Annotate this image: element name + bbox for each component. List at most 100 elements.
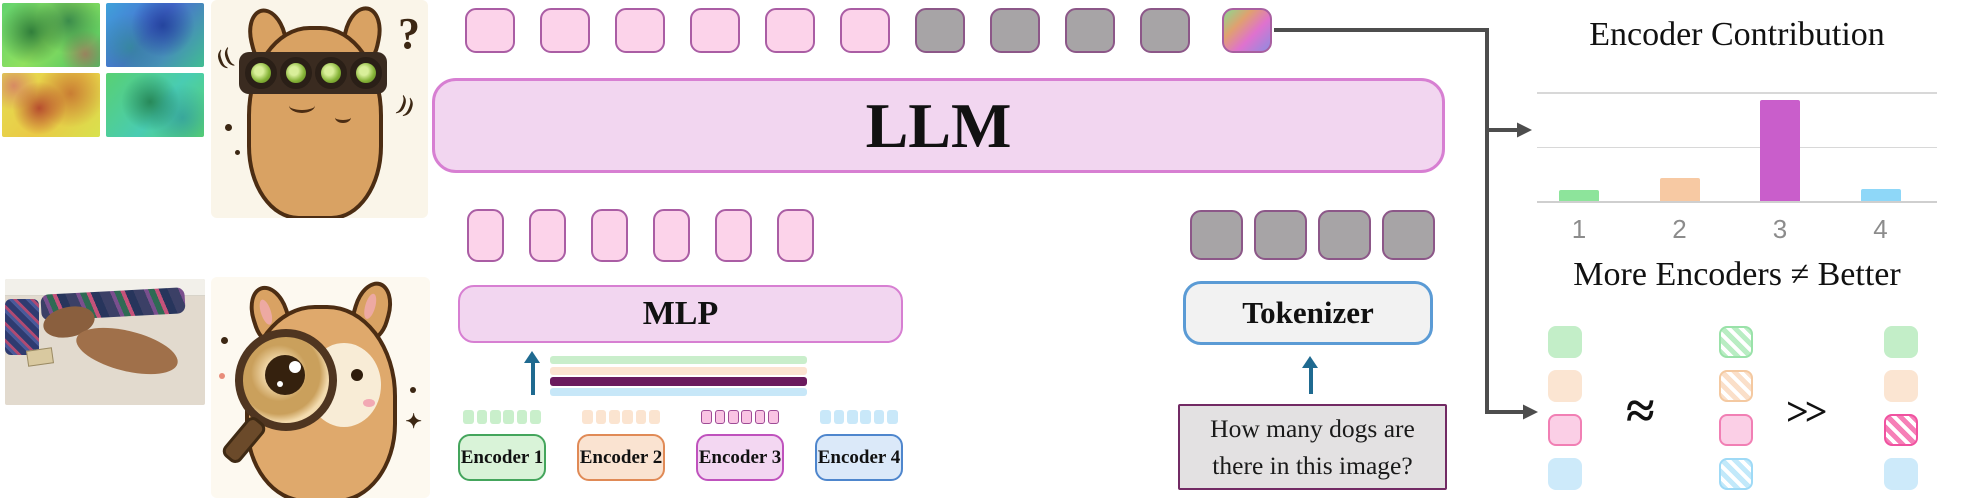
mini-token: [873, 410, 885, 424]
ink-dot: [235, 150, 240, 155]
pillow: [5, 299, 39, 355]
comparison-cell-pink: [1548, 414, 1582, 446]
encoder-1-label: Encoder 1: [460, 446, 544, 468]
fusion-stripe-blue: [550, 388, 807, 396]
encoder-column-4: Encoder 4: [815, 410, 903, 481]
mini-token: [463, 410, 474, 424]
mini-token: [582, 410, 593, 424]
more-encoders-not-better-heading: More Encoders ≠ Better: [1573, 256, 1901, 293]
mini-token: [833, 410, 845, 424]
magnifier-llama-sticker: ✦: [211, 277, 430, 498]
llm-input-gray-token: [915, 8, 965, 53]
visual-pink-token: [529, 209, 566, 262]
question-line-1: How many dogs are: [1210, 414, 1415, 443]
tokenizer-output-token-row: [1190, 210, 1435, 260]
llm-input-pink-token: [840, 8, 890, 53]
visual-pink-token: [715, 209, 752, 262]
encoder-4-label: Encoder 4: [817, 446, 901, 468]
motion-lines: )): [395, 90, 419, 119]
visual-pink-token: [653, 209, 690, 262]
encoder-column-3: Encoder 3: [696, 410, 784, 481]
llama-frown: [289, 98, 315, 113]
mini-token: [846, 410, 858, 424]
mini-token: [476, 410, 488, 424]
fusion-stripe-peach: [550, 367, 807, 375]
feature-map-green-heatmap: [2, 3, 100, 67]
mini-token: [608, 410, 620, 424]
comparison-cell-peach: [1884, 370, 1918, 402]
ink-dot: [221, 337, 228, 344]
mlp-up-arrow: [522, 351, 544, 395]
chart-title: Encoder Contribution: [1589, 16, 1885, 53]
visual-pink-token: [777, 209, 814, 262]
comparison-cell-peach-hatched: [1719, 370, 1753, 402]
encoder-4-token-strip: [820, 410, 898, 424]
approximately-equal-symbol: ≈: [1626, 383, 1655, 440]
comparison-cell-green: [1884, 326, 1918, 358]
chart-tick-label: 2: [1672, 214, 1687, 244]
text-gray-token: [1190, 210, 1243, 260]
arrowhead-to-comparison: [1523, 404, 1538, 420]
encoder-1-token-strip: [463, 410, 541, 424]
encoder-3-box: Encoder 3: [696, 434, 784, 481]
goggle-lens: [349, 57, 382, 89]
chart-tick-label: 1: [1571, 214, 1587, 244]
eye-glint: [289, 361, 301, 373]
output-rainbow-token: [1222, 8, 1272, 53]
mini-token: [741, 410, 753, 424]
chart-bar-encoder-4: [1860, 189, 1901, 201]
ear-inner: [361, 292, 379, 321]
feature-map-warm-heatmap: [2, 73, 100, 137]
motion-lines: ((: [212, 42, 236, 71]
tokenizer-box: Tokenizer: [1183, 281, 1433, 345]
llm-output-token: [1222, 8, 1272, 53]
question-line-2: there in this image?: [1212, 451, 1413, 480]
text-gray-token: [1254, 210, 1307, 260]
llm-box: LLM: [432, 78, 1445, 173]
visual-pink-token: [467, 209, 504, 262]
ear-inner: [257, 298, 275, 327]
goggle-lens: [244, 57, 277, 89]
goggle-lens: [314, 57, 347, 89]
dogs-photo: [5, 279, 205, 405]
mini-token: [727, 410, 739, 424]
arrowhead-to-chart: [1517, 122, 1532, 138]
mlp-output-token-row: [467, 209, 814, 262]
mini-token: [820, 410, 831, 424]
llm-input-gray-token: [990, 8, 1040, 53]
llm-input-gray-token: [1065, 8, 1115, 53]
text-gray-token: [1382, 210, 1435, 260]
llm-input-pink-token: [765, 8, 815, 53]
comparison-cell-pink-hatched: [1884, 414, 1918, 446]
comparison-cell-blue: [1548, 458, 1582, 490]
magnifying-glass-icon: [235, 329, 337, 431]
llm-input-pink-token: [690, 8, 740, 53]
llama-blush: [363, 399, 375, 407]
llm-input-token-row: [465, 8, 1190, 53]
mlp-label: MLP: [642, 295, 719, 332]
mini-token: [768, 410, 779, 424]
llm-input-pink-token: [615, 8, 665, 53]
encoder-subset-comparison: [1548, 326, 1918, 496]
sparkle-icon: ✦: [405, 411, 422, 433]
encoder-2-token-strip: [582, 410, 660, 424]
confused-llama-sticker: ? (( )): [211, 0, 428, 218]
chart-gridline: [1537, 92, 1937, 94]
much-greater-symbol: >>: [1786, 389, 1828, 434]
llama-eye: [351, 369, 363, 381]
night-vision-goggles-icon: [239, 52, 387, 94]
mini-token: [516, 410, 528, 424]
encoder-3-label: Encoder 3: [698, 446, 782, 468]
magnified-eye: [265, 355, 305, 395]
comparison-cell-green: [1548, 326, 1582, 358]
mini-token: [503, 410, 515, 424]
mini-token: [714, 410, 726, 424]
encoder-column-2: Encoder 2: [577, 410, 665, 481]
mini-token: [622, 410, 634, 424]
chart-bar-encoder-2: [1659, 178, 1700, 201]
llm-label: LLM: [865, 89, 1012, 161]
feature-map-teal-heatmap: [106, 73, 204, 137]
fusion-stripe-plum: [550, 377, 807, 386]
fusion-stripe-green: [550, 356, 807, 364]
